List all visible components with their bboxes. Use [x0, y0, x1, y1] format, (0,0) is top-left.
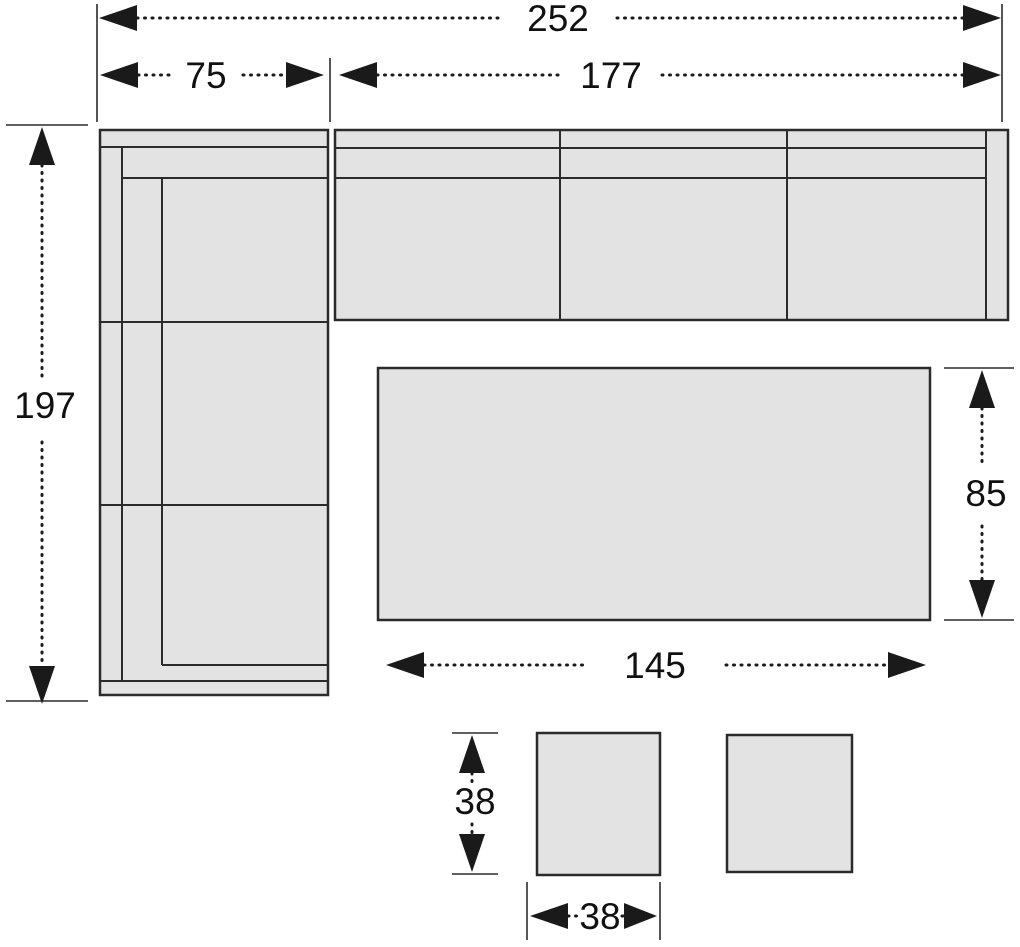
arrow-right-icon: [963, 62, 1001, 88]
dimension-stool-height: 38: [452, 732, 498, 875]
stool-right: [725, 733, 854, 874]
sofa-top-right-armrest: [985, 129, 1009, 321]
arrow-down-icon: [969, 580, 995, 618]
dimension-right-section-width: 177: [339, 55, 1001, 96]
arrow-right-icon: [286, 62, 324, 88]
dimension-left-section-width: 75: [100, 55, 331, 122]
sofa-left-unit-body: [98, 128, 330, 697]
dimension-table-width: 145: [386, 645, 926, 686]
arrow-up-icon: [459, 735, 485, 773]
dimension-sofa-depth: 197: [6, 124, 88, 704]
dimension-table-depth: 85: [944, 367, 1014, 621]
dim-left-width-label: 75: [185, 55, 226, 96]
arrow-left-icon: [386, 652, 424, 678]
arrow-left-icon: [339, 62, 377, 88]
sofa-left-unit: [98, 128, 330, 697]
dim-total-width-label: 252: [527, 0, 589, 39]
dim-table-width-label: 145: [624, 645, 686, 686]
arrow-left-icon: [100, 62, 138, 88]
dim-sofa-depth-label: 197: [14, 385, 76, 426]
sofa-top-unit: [333, 128, 1010, 322]
dimension-stool-width: 38: [526, 882, 661, 940]
arrow-up-icon: [29, 127, 55, 165]
arrow-right-icon: [888, 652, 926, 678]
dim-right-width-label: 177: [580, 55, 642, 96]
arrow-right-icon: [963, 5, 1001, 31]
dim-stool-width-label: 38: [579, 896, 620, 937]
sofa-left-bottom-frame: [99, 680, 329, 696]
dim-table-depth-label: 85: [965, 473, 1006, 514]
stool-left: [535, 731, 662, 877]
arrow-down-icon: [459, 834, 485, 872]
arrow-left-icon: [530, 903, 568, 929]
table: [376, 366, 932, 622]
arrow-down-icon: [29, 666, 55, 704]
dimension-total-width: 252: [96, 0, 1003, 122]
arrow-up-icon: [969, 370, 995, 408]
sofa-top-unit-body: [333, 128, 1010, 322]
arrow-left-icon: [99, 5, 137, 31]
arrow-right-icon: [624, 903, 657, 929]
dim-stool-height-label: 38: [454, 781, 495, 822]
